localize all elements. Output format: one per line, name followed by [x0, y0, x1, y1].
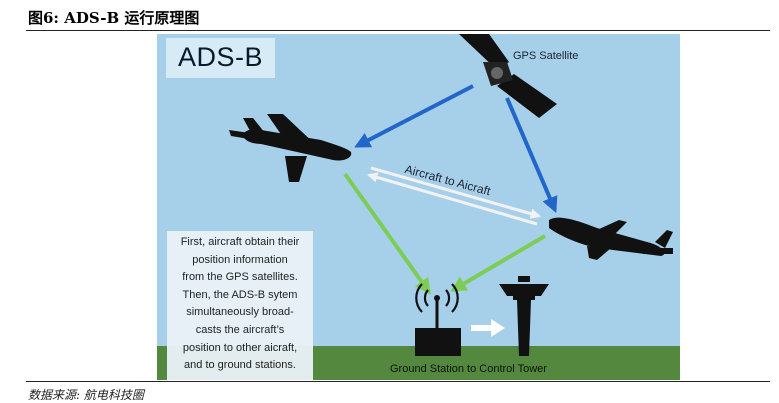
description-line: simultaneously broad-: [167, 304, 313, 322]
figure-title: 图6: ADS-B 运行原理图: [28, 7, 199, 28]
source-note: 数据来源: 航电科技圈: [28, 386, 144, 403]
description-line: Then, the ADS-B sytem: [167, 287, 313, 305]
station-to-tower-arrow: [471, 319, 505, 337]
description-box: First, aircraft obtain their position in…: [167, 231, 313, 380]
left-aircraft-icon: [229, 114, 351, 182]
gps-satellite-label: GPS Satellite: [513, 50, 578, 62]
control-tower-icon: [499, 276, 549, 356]
gps-to-right-aircraft-arrow: [507, 98, 555, 210]
description-line: from the GPS satellites.: [167, 269, 313, 287]
description-line: position to other aicraft,: [167, 340, 313, 358]
bottom-rule: [26, 381, 770, 382]
description-line: position information: [167, 252, 313, 270]
diagram-title: ADS-B: [166, 38, 275, 78]
right-aircraft-icon: [549, 218, 673, 260]
ads-b-diagram: ADS-B GPS Satellite Aircraft to Aicraft …: [157, 34, 680, 380]
left-aircraft-to-ground-arrow: [345, 174, 429, 292]
ground-station-label: Ground Station to Control Tower: [390, 363, 547, 375]
description-line: First, aircraft obtain their: [167, 234, 313, 252]
gps-to-left-aircraft-arrow: [357, 86, 473, 146]
ground-station-icon: [415, 284, 461, 356]
top-rule: [26, 30, 770, 31]
description-line: and to ground stations.: [167, 357, 313, 375]
right-aircraft-to-ground-arrow: [453, 236, 545, 290]
description-line: casts the aircraft’s: [167, 322, 313, 340]
